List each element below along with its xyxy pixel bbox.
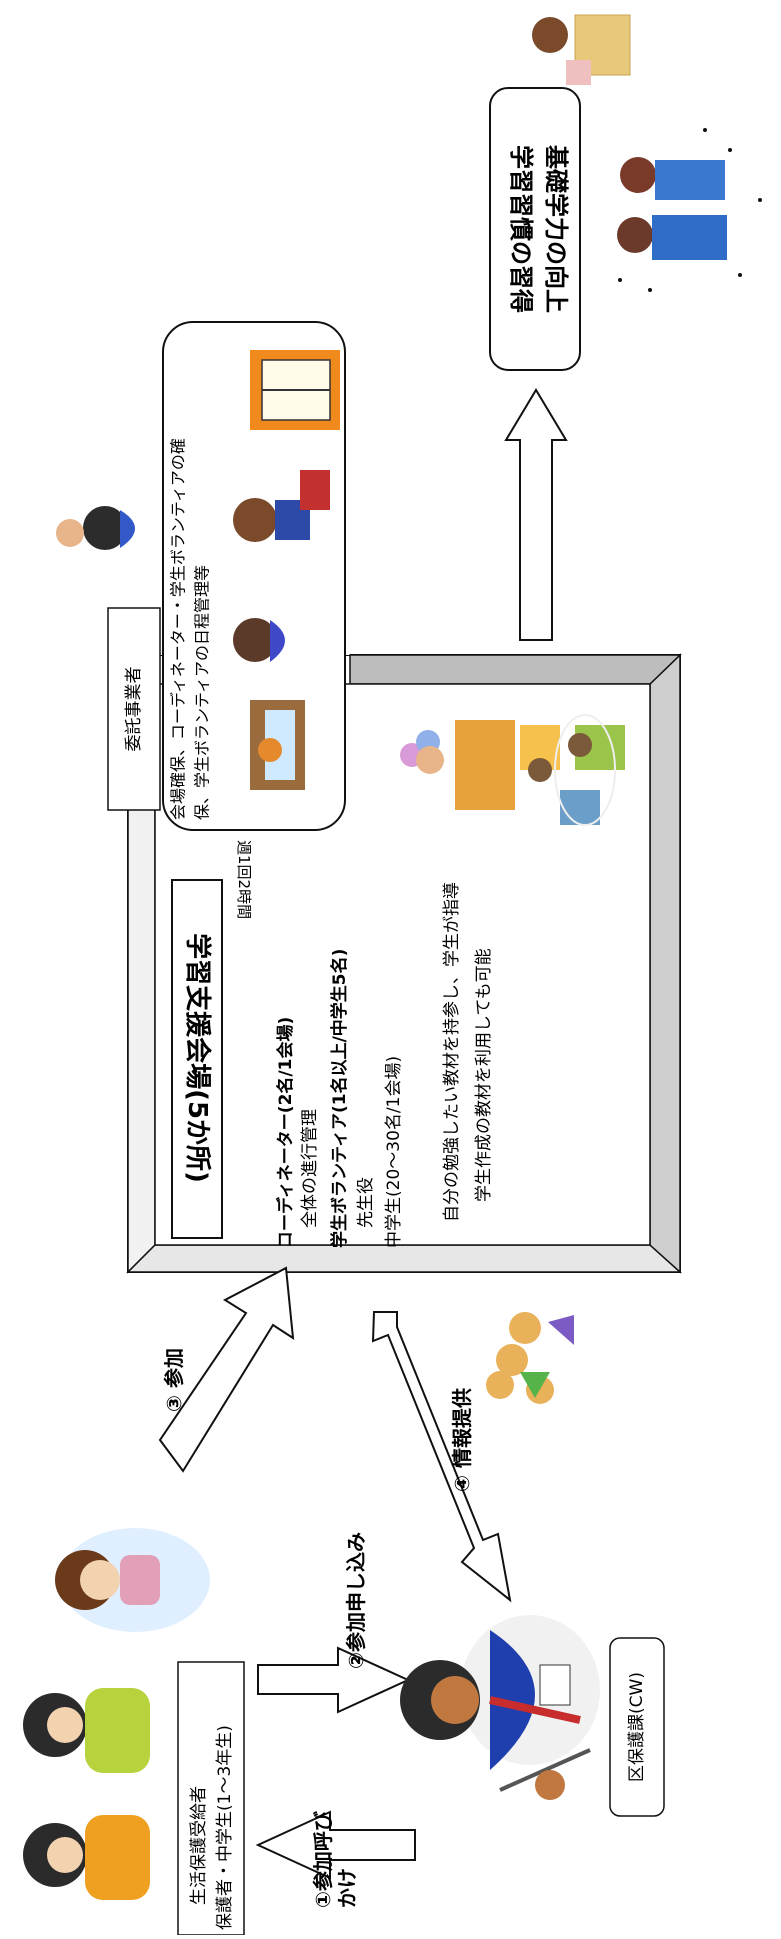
celebrating-couple-icon: [617, 128, 762, 292]
step1-label-line1: ①参加呼び: [311, 1810, 335, 1908]
contractor-line2: 保、学生ボランティアの日程管理等: [193, 565, 212, 820]
venue-note-1: 自分の勉強したい教材を持参し、学生が指導: [442, 882, 462, 1222]
writing-woman-icon: [233, 470, 330, 542]
recipients-box: 生活保護受給者 保護者・中学生(1〜3年生): [177, 1661, 245, 1936]
desk-icon: [250, 700, 305, 790]
venue-title: 学習支援会場(5か所): [182, 933, 213, 1183]
volunteer-label: 学生ボランティア(1名以上/中学生5名): [329, 949, 350, 1248]
student-label: 中学生(20〜30名/1会場): [384, 1056, 404, 1248]
coordinator-role: 全体の進行管理: [300, 1109, 320, 1228]
venue-details: コーディネーター(2名/1会場) 全体の進行管理 学生ボランティア(1名以上/中…: [275, 882, 494, 1248]
contractor-line1: 会場確保、コーディネーター・学生ボランティアの確: [169, 438, 188, 820]
parent-orange-icon: [23, 1815, 150, 1900]
outcome-arrow: [504, 388, 568, 641]
contractor-worker-icon: [56, 506, 135, 550]
coordinator-label: コーディネーター(2名/1会場): [275, 1017, 296, 1248]
step3-label: ③ 参加: [162, 1348, 186, 1412]
classroom-illustration: [400, 714, 625, 826]
outcome-line1: 学習習慣の習得: [507, 145, 535, 313]
woman-icon: [233, 618, 285, 662]
recipients-line1: 生活保護受給者: [189, 1786, 209, 1905]
info-arrow: [371, 1311, 512, 1603]
venue-note-2: 学生作成の教材を利用しても可能: [474, 948, 494, 1202]
frequency-text: 週1回2時間: [235, 840, 253, 919]
parent-green-icon: [23, 1688, 150, 1773]
step4-label: ④ 情報提供: [450, 1388, 474, 1492]
application-arrow: [257, 1646, 411, 1714]
volunteer-role: 先生役: [356, 1177, 376, 1228]
group-icon: [486, 1312, 574, 1404]
caseworker-icon: [400, 1615, 600, 1800]
contractor-label: 委託事業者: [124, 667, 144, 752]
book-icon: [250, 350, 340, 430]
outcome-box: 学習習慣の習得 基礎学力の向上: [489, 87, 581, 371]
step2-label: ②参加申し込み: [344, 1532, 368, 1669]
invite-arrow: [255, 1810, 416, 1880]
outcome-line2: 基礎学力の向上: [542, 145, 570, 313]
venue-title-box: 学習支援会場(5か所): [171, 879, 223, 1239]
student-child-icon: [55, 1528, 210, 1632]
participate-arrow: [158, 1266, 295, 1473]
recipients-line2: 保護者・中学生(1〜3年生): [215, 1725, 235, 1930]
studying-child-icon: [532, 14, 631, 85]
ward-office-box: 区保護課(CW): [609, 1637, 665, 1817]
step1-label-line2: かけ: [335, 1868, 359, 1908]
ward-office-label: 区保護課(CW): [627, 1672, 647, 1782]
